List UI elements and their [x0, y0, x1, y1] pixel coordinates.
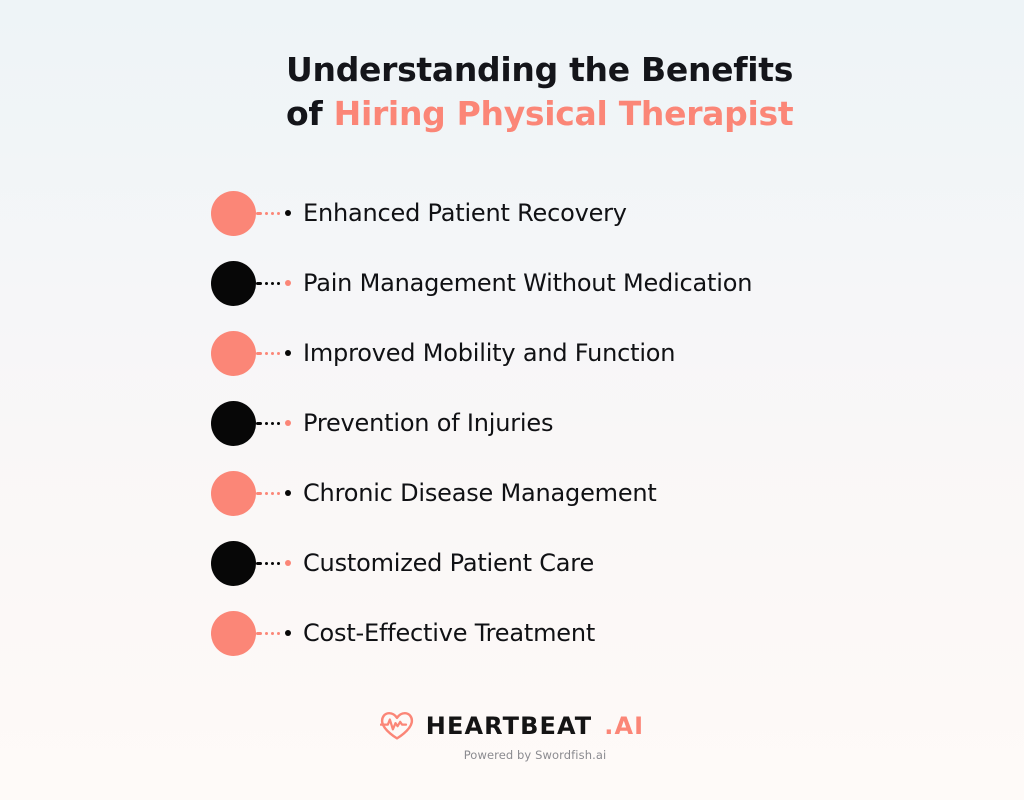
dotted-connector-icon [256, 489, 293, 497]
list-item: Pain Management Without Medication [0, 248, 1024, 318]
logo: HEARTBEAT .AI [379, 710, 645, 741]
dotted-connector-icon [256, 629, 293, 637]
dotted-connector-icon [256, 279, 293, 287]
page-title: Understanding the Benefits of Hiring Phy… [286, 48, 946, 136]
dotted-connector-icon [256, 559, 293, 567]
list-item: Enhanced Patient Recovery [0, 178, 1024, 248]
list-item: Improved Mobility and Function [0, 318, 1024, 388]
dotted-connector-icon [256, 209, 293, 217]
list-item: Prevention of Injuries [0, 388, 1024, 458]
title-line-1: Understanding the Benefits [286, 50, 794, 89]
title-line-2: of Hiring Physical Therapist [286, 92, 946, 136]
list-item-label: Pain Management Without Medication [303, 269, 753, 297]
list-item-label: Prevention of Injuries [303, 409, 554, 437]
bullet-circle-icon [211, 400, 256, 446]
bullet-circle-icon [211, 260, 256, 306]
bullet-circle-icon [211, 610, 256, 656]
dotted-connector-icon [256, 419, 293, 427]
list-item-label: Chronic Disease Management [303, 479, 657, 507]
heartbeat-heart-icon [379, 710, 414, 741]
bullet-circle-icon [211, 470, 256, 516]
bullet-circle-icon [211, 540, 256, 586]
list-item-label: Enhanced Patient Recovery [303, 199, 627, 227]
list-item-label: Cost-Effective Treatment [303, 619, 596, 647]
bullet-circle-icon [211, 330, 256, 376]
logo-suffix: .AI [604, 711, 645, 740]
list-item-label: Customized Patient Care [303, 549, 595, 577]
list-item: Customized Patient Care [0, 528, 1024, 598]
benefits-list: Enhanced Patient Recovery Pain Managemen… [0, 178, 1024, 668]
dotted-connector-icon [256, 349, 293, 357]
list-item-label: Improved Mobility and Function [303, 339, 676, 367]
list-item: Cost-Effective Treatment [0, 598, 1024, 668]
logo-wordmark: HEARTBEAT [425, 711, 593, 740]
title-line-2-prefix: of [286, 94, 334, 133]
bullet-circle-icon [211, 190, 256, 236]
footer-branding: HEARTBEAT .AI Powered by Swordfish.ai [0, 710, 1024, 762]
powered-by-text: Powered by Swordfish.ai [463, 748, 607, 762]
title-line-2-accent: Hiring Physical Therapist [333, 94, 794, 133]
list-item: Chronic Disease Management [0, 458, 1024, 528]
